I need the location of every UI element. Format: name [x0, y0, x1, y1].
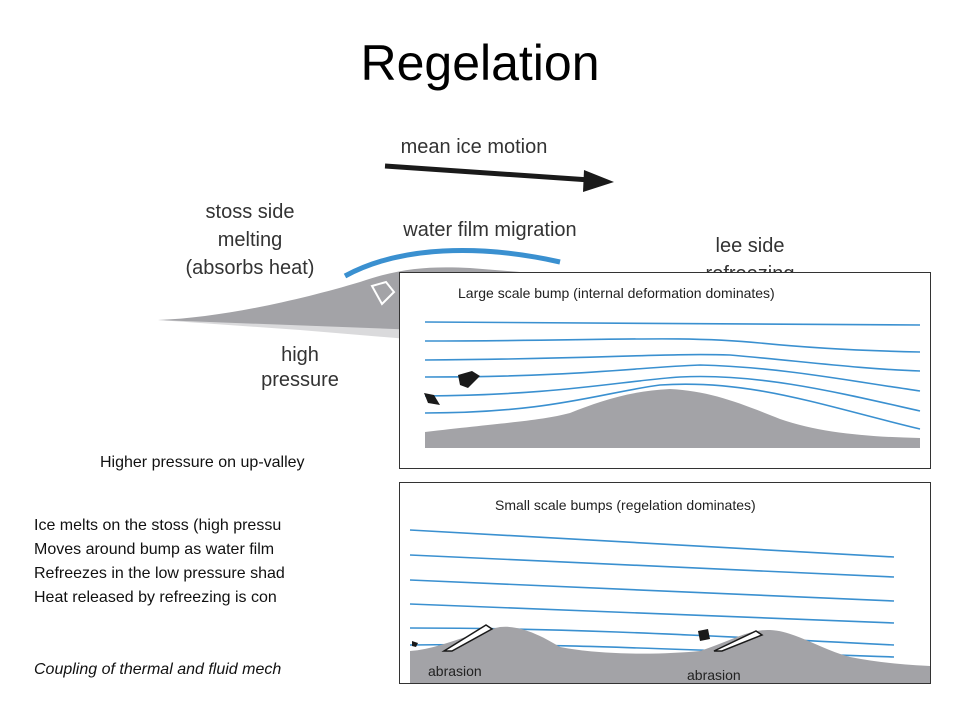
text-line-6: Coupling of thermal and fluid mech: [34, 661, 282, 678]
large-panel-clast-2: [424, 393, 440, 405]
slide-title: Regelation: [360, 35, 600, 91]
ice-outline: [370, 280, 396, 306]
mean-ice-motion-label: mean ice motion: [400, 136, 548, 158]
text-line-3: Moves around bump as water film: [34, 541, 275, 558]
large-panel-bedrock: [425, 389, 920, 448]
abrasion-label-2: abrasion: [687, 667, 741, 683]
lee-side-line2: refreezing: [705, 263, 795, 274]
abrasion-label-1: abrasion: [428, 663, 482, 679]
small-panel-ice-wedge-1: [441, 624, 494, 652]
water-film-arc: [343, 248, 561, 279]
small-scale-panel: Small scale bumps (regelation dominates)…: [399, 482, 931, 684]
small-panel-clast-1: [698, 629, 710, 641]
mean-ice-motion-arrow: [384, 163, 614, 192]
small-panel-clast-2: [412, 641, 418, 647]
stoss-side-line2: melting: [217, 229, 283, 251]
high-pressure-line1: high: [281, 344, 319, 366]
large-scale-panel: Large scale bump (internal deformation d…: [399, 272, 931, 469]
text-line-1: Higher pressure on up-valley: [100, 454, 305, 471]
high-pressure-line2: pressure: [261, 369, 339, 391]
large-panel-clast-1: [458, 371, 480, 388]
text-line-4: Refreezes in the low pressure shad: [34, 565, 285, 582]
text-line-5: Heat released by refreezing is con: [34, 589, 277, 606]
large-panel-title: Large scale bump (internal deformation d…: [458, 285, 775, 301]
large-panel-flowlines: [424, 321, 921, 430]
lee-side-line1: lee side: [715, 235, 785, 257]
water-film-label: water film migration: [403, 219, 577, 241]
small-panel-figure: [409, 529, 930, 683]
small-panel-bedrock: [410, 626, 930, 683]
stoss-side-line1: stoss side: [205, 201, 295, 223]
stoss-side-line3: (absorbs heat): [185, 257, 315, 279]
small-panel-title: Small scale bumps (regelation dominates): [495, 497, 756, 513]
large-panel-figure: [424, 321, 921, 448]
small-panel-ice-wedge-2: [713, 630, 764, 652]
bedrock-wedge: [158, 320, 420, 345]
text-line-2: Ice melts on the stoss (high pressu: [34, 517, 282, 534]
